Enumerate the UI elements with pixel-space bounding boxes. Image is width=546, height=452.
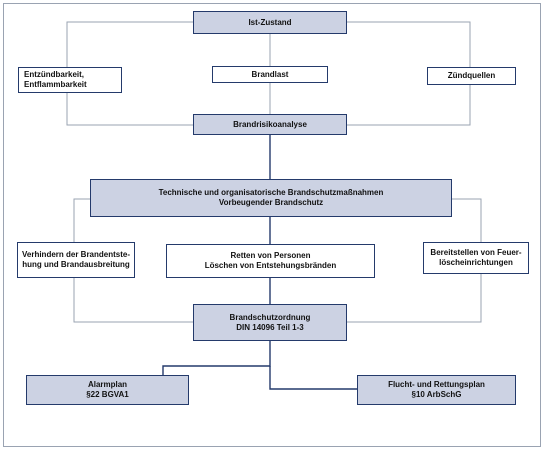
brandschutzordnung-line-1: Brandschutzordnung: [229, 312, 311, 322]
retten-line-1: Retten von Personen: [230, 251, 311, 260]
massnahmen-box: Technische und organisatorische Brandsch…: [90, 179, 452, 217]
connector-zuendbarkeit-to-analyse: [66, 93, 193, 126]
connector-massnahmen-to-bereitstellen: [452, 198, 482, 242]
alarmplan-line-1: Alarmplan: [87, 380, 128, 389]
brandlast-box: Brandlast: [212, 66, 328, 83]
brandlast-label: Brandlast: [251, 69, 289, 79]
fluchtplan-box: Flucht- und Rettungsplan §10 ArbSchG: [357, 375, 516, 405]
bereitstellen-line-2: löscheinrichtungen: [439, 258, 513, 267]
diagram-frame: [3, 3, 541, 447]
zuendquellen-label: Zündquellen: [447, 71, 496, 80]
massnahmen-line-1: Technische und organisatorische Brandsch…: [158, 188, 384, 197]
ist-zustand-box: Ist-Zustand: [193, 11, 347, 34]
verhindern-line-2: hung und Brandausbreitung: [22, 260, 130, 269]
fluchtplan-line-1: Flucht- und Rettungsplan: [388, 380, 485, 389]
zuendbarkeit-box: Entzündbarkeit, Entflammbarkeit: [18, 67, 122, 93]
brandschutzordnung-box: Brandschutzordnung DIN 14096 Teil 1-3: [193, 304, 347, 341]
connector-zuendquellen-to-analyse: [347, 85, 471, 126]
retten-line-2: Löschen von Entstehungsbränden: [204, 261, 337, 270]
brandschutzordnung-line-2: DIN 14096 Teil 1-3: [236, 322, 304, 332]
connector-ordnung-to-flucht: [269, 366, 357, 390]
connector-ordnung-to-plans: [162, 341, 271, 375]
alarmplan-line-2: §22 BGVA1: [86, 390, 129, 399]
connector-bereitstellen-to-ordnung: [347, 274, 482, 323]
bereitstellen-box: Bereitstellen von Feuer- löscheinrichtun…: [423, 242, 529, 274]
zuendbarkeit-line-1: Entzündbarkeit,: [24, 70, 85, 79]
fluchtplan-line-2: §10 ArbSchG: [411, 390, 462, 399]
connector-ist-to-zuendbarkeit: [66, 21, 193, 67]
zuendbarkeit-line-2: Entflammbarkeit: [24, 80, 87, 89]
ist-zustand-label: Ist-Zustand: [248, 17, 292, 27]
connector-ist-to-zuendquellen: [347, 21, 471, 67]
alarmplan-box: Alarmplan §22 BGVA1: [26, 375, 189, 405]
massnahmen-line-2: Vorbeugender Brandschutz: [218, 198, 324, 207]
retten-box: Retten von Personen Löschen von Entstehu…: [166, 244, 375, 278]
connector-verhindern-to-ordnung: [73, 278, 193, 323]
connector-massnahmen-to-verhindern: [73, 198, 90, 242]
brandrisikoanalyse-box: Brandrisikoanalyse: [193, 114, 347, 135]
verhindern-line-1: Verhindern der Brandentste-: [21, 250, 131, 259]
verhindern-box: Verhindern der Brandentste- hung und Bra…: [17, 242, 135, 278]
zuendquellen-box: Zündquellen: [427, 67, 516, 85]
brandrisikoanalyse-label: Brandrisikoanalyse: [233, 119, 307, 129]
bereitstellen-line-1: Bereitstellen von Feuer-: [430, 248, 522, 257]
